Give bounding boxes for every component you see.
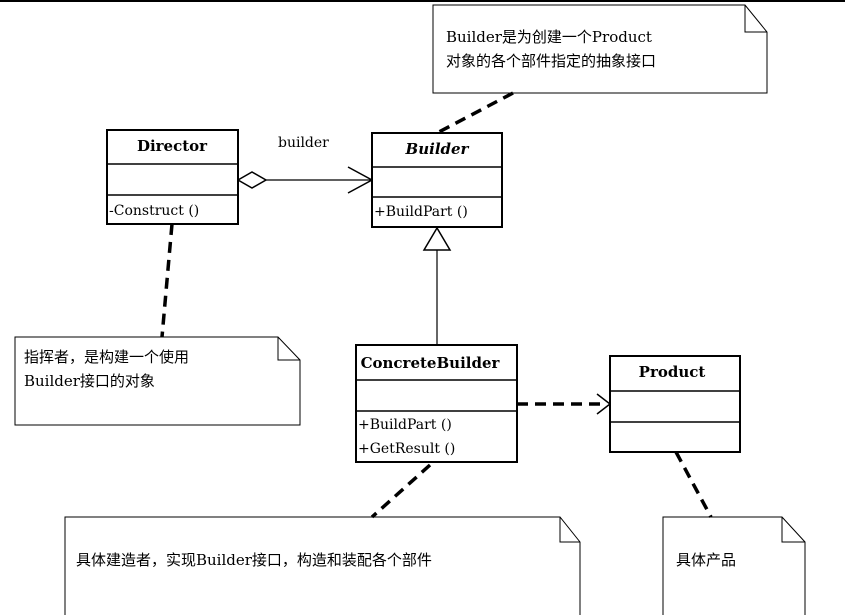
class-name: Product — [639, 363, 706, 381]
generalization-concrete-builder-builder — [422, 226, 452, 345]
class-operation: +BuildPart () — [358, 417, 452, 433]
director-note: 指挥者，是构建一个使用 Builder接口的对象 — [14, 336, 301, 426]
note-text: 具体建造者，实现Builder接口，构造和装配各个部件 — [76, 551, 432, 569]
aggregation-diamond — [236, 171, 268, 189]
note-text: 具体产品 — [676, 551, 736, 569]
builder-note: Builder是为创建一个Product 对象的各个部件指定的抽象接口 — [432, 4, 768, 94]
note-text: 对象的各个部件指定的抽象接口 — [446, 52, 656, 70]
class-name: ConcreteBuilder — [361, 354, 501, 372]
note-text: 指挥者，是构建一个使用 — [24, 348, 189, 366]
class-concrete-builder[interactable]: ConcreteBuilder +BuildPart () +GetResult… — [355, 344, 518, 463]
product-note: 具体产品 — [662, 516, 806, 615]
note-text: Builder是为创建一个Product — [446, 28, 652, 46]
anchor-concrete-builder-note — [370, 463, 432, 519]
dependency-concrete-builder-product — [517, 393, 612, 415]
class-operation: -Construct () — [109, 203, 199, 219]
anchor-product-note — [674, 451, 713, 518]
class-product[interactable]: Product — [609, 355, 741, 453]
note-text: Builder接口的对象 — [24, 372, 155, 390]
class-name: Director — [137, 137, 208, 155]
note-anchors — [160, 91, 713, 519]
anchor-director-note — [160, 223, 174, 338]
class-director[interactable]: Director -Construct () — [106, 129, 239, 225]
inheritance-triangle — [422, 226, 452, 251]
aggregation-director-builder: builder — [236, 135, 374, 194]
concrete-builder-note: 具体建造者，实现Builder接口，构造和装配各个部件 — [64, 516, 581, 615]
association-label: builder — [278, 135, 329, 151]
class-builder[interactable]: Builder +BuildPart () — [371, 132, 503, 228]
class-operation: +GetResult () — [358, 441, 455, 457]
anchor-builder-note — [436, 91, 514, 135]
class-name: Builder — [405, 140, 470, 158]
class-operation: +BuildPart () — [374, 204, 468, 220]
